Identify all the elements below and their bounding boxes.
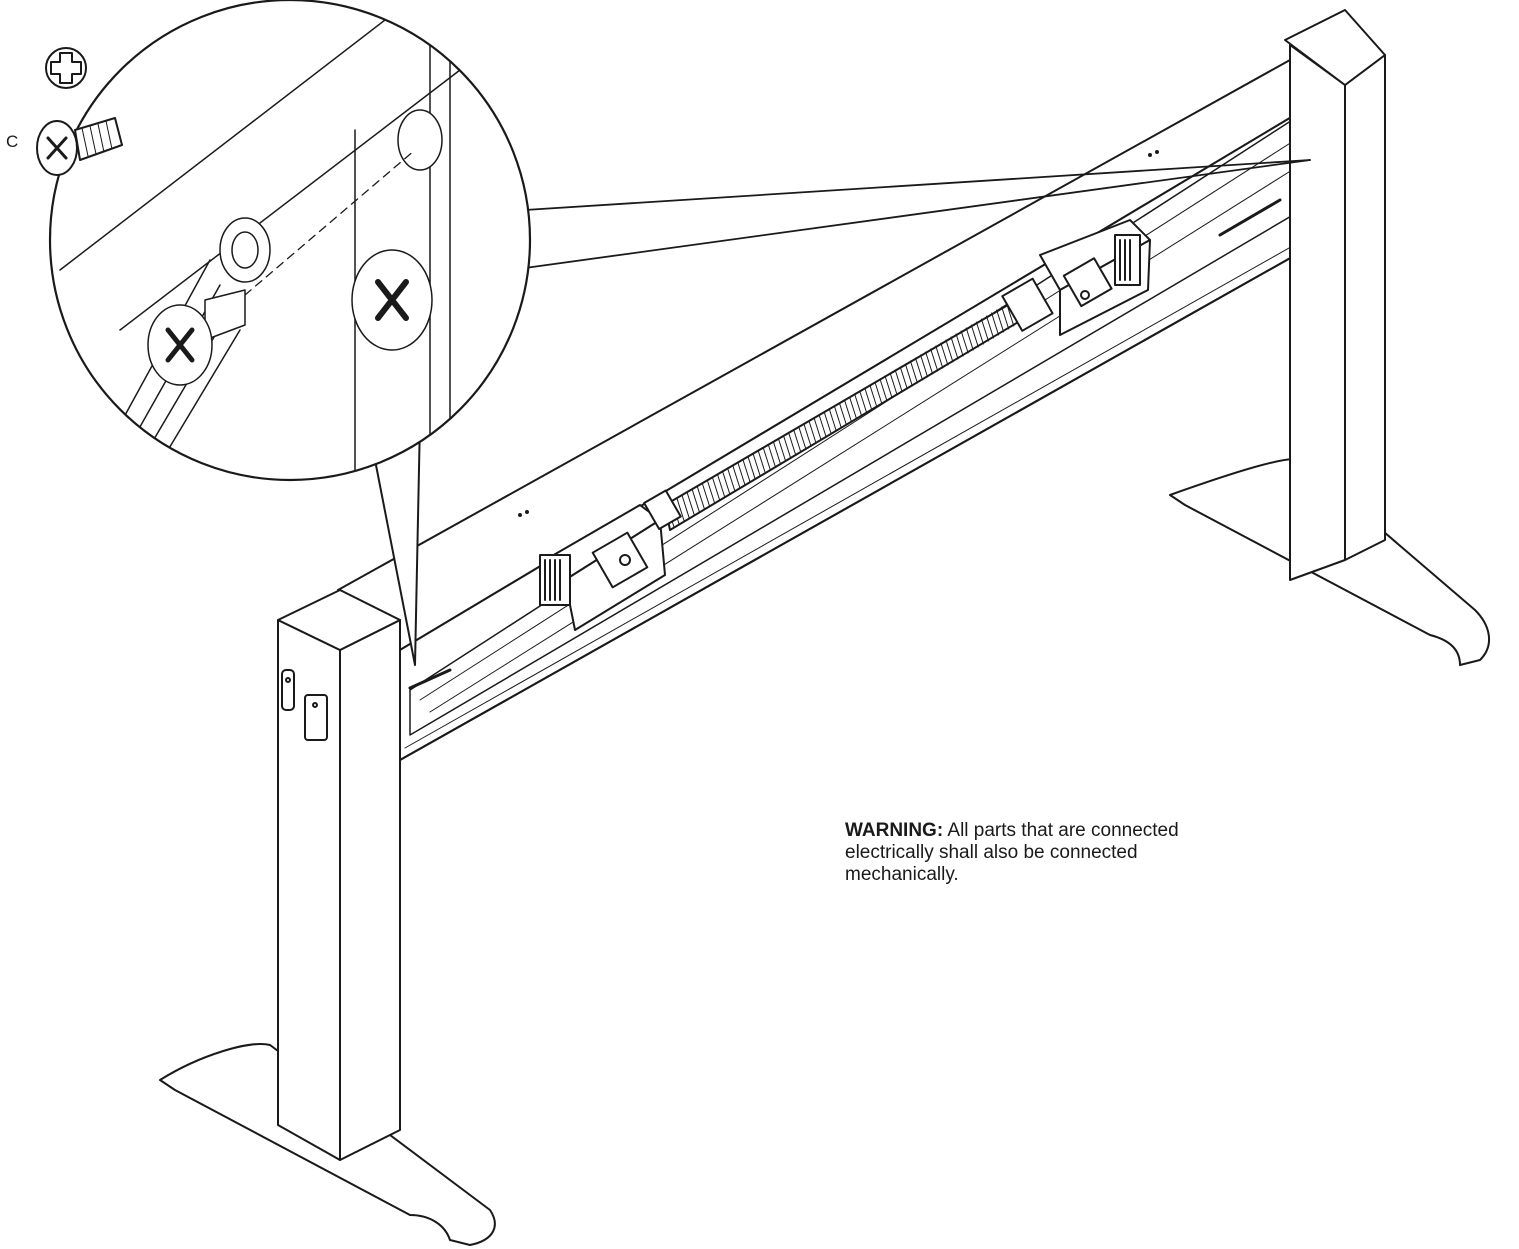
shaft-coil: [874, 381, 883, 405]
installed-screw-head: [351, 249, 433, 351]
shaft-coil: [894, 369, 903, 393]
warning-heading: WARNING:: [845, 820, 944, 841]
shaft-coil: [980, 318, 989, 342]
shaft-coil: [940, 342, 949, 366]
left-motor-bracket: [539, 489, 682, 631]
shaft-coil: [823, 411, 832, 435]
shaft-coil: [925, 351, 934, 375]
shaft-coil: [813, 417, 822, 441]
shaft-coil: [747, 456, 756, 480]
shaft-coil: [975, 321, 984, 345]
callout-lines: [524, 159, 1311, 269]
shaft-coil: [950, 336, 959, 360]
shaft-coil: [727, 468, 736, 492]
shaft-coil: [732, 465, 741, 489]
shaft-coil: [955, 333, 964, 357]
shaft-coil: [757, 450, 766, 474]
shaft-coil: [864, 387, 873, 411]
shaft-coil: [833, 405, 842, 429]
shaft-coil: [869, 384, 878, 408]
shaft-coil: [945, 339, 954, 363]
warning-text: All parts that are connected electricall…: [845, 820, 1179, 885]
shaft-coil: [691, 489, 700, 513]
shaft-coil: [707, 480, 716, 504]
shaft-coil: [930, 348, 939, 372]
shaft-coil: [1001, 306, 1010, 330]
shaft-coil: [737, 462, 746, 486]
shaft-coil: [904, 363, 913, 387]
shaft-coil: [752, 453, 761, 477]
shaft-coil: [970, 324, 979, 348]
shaft-coil: [742, 459, 751, 483]
right-motor-bracket: [1001, 219, 1151, 336]
shaft-coil: [773, 441, 781, 465]
shaft-coil: [778, 438, 787, 462]
shaft-coil: [702, 483, 710, 507]
left-leg: [159, 589, 496, 1246]
part-label: C: [6, 132, 19, 151]
warning-note: WARNING: All parts that are connected el…: [845, 820, 1205, 886]
shaft-coil: [889, 372, 898, 396]
drive-shaft-spiral: [664, 294, 1031, 531]
shaft-coil: [996, 309, 1005, 333]
part-c-screw-icon: [36, 117, 123, 176]
shaft-coil: [717, 474, 726, 498]
shaft-coil: [991, 312, 1000, 336]
shaft-coil: [712, 477, 721, 501]
shaft-coil: [909, 360, 918, 384]
shaft-coil: [935, 345, 944, 369]
detail-screw: [147, 289, 246, 386]
shaft-coil: [838, 402, 847, 426]
shaft-coil: [828, 408, 837, 432]
phillips-screwdriver-icon: [45, 47, 87, 89]
shaft-coil: [783, 435, 792, 459]
shaft-coil: [788, 432, 797, 456]
shaft-coil: [879, 378, 888, 402]
shaft-coil: [696, 486, 705, 510]
shaft-coil: [899, 366, 908, 390]
shaft-coil: [854, 393, 863, 417]
shaft-coil: [986, 315, 994, 339]
shaft-coil: [844, 399, 852, 423]
shaft-coil: [920, 354, 929, 378]
shaft-coil: [849, 396, 858, 420]
shaft-coil: [762, 447, 771, 471]
shaft-coil: [767, 444, 776, 468]
shaft-coil: [960, 330, 969, 354]
shaft-coil: [686, 492, 695, 516]
shaft-coil: [884, 375, 893, 399]
right-leg: [1169, 9, 1490, 666]
shaft-coil: [915, 357, 923, 381]
shaft-coil: [808, 420, 817, 444]
shaft-coil: [818, 414, 827, 438]
shaft-coil: [803, 423, 812, 447]
shaft-coil: [722, 471, 731, 495]
shaft-coil: [965, 327, 974, 351]
shaft-coil: [676, 498, 685, 522]
shaft-coil: [793, 429, 802, 453]
shaft-coil: [681, 495, 690, 519]
shaft-coil: [859, 390, 868, 414]
shaft-coil: [798, 426, 807, 450]
